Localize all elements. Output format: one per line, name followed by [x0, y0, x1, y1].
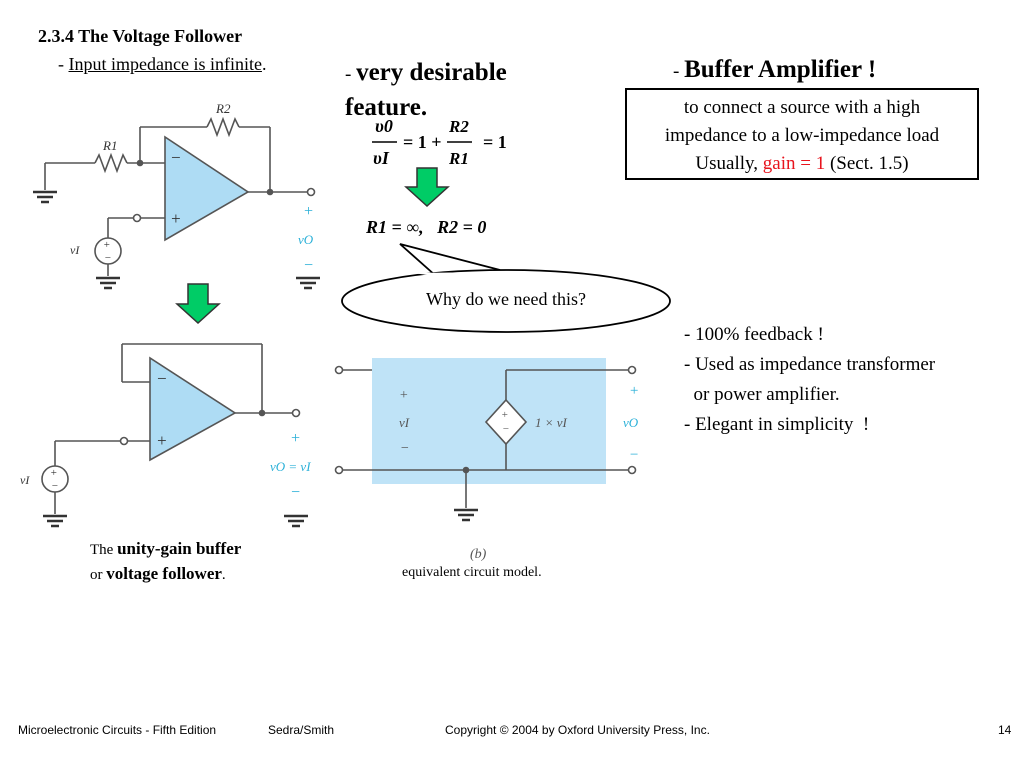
eq-one-plus: = 1 +: [403, 132, 442, 152]
question-bubble: [341, 243, 671, 333]
buffer-amplifier-heading: - Buffer Amplifier !: [673, 56, 876, 84]
caption-period: .: [221, 567, 226, 583]
caption-unity: unity-gain buffer: [117, 539, 242, 558]
eq-label-vo: vO: [623, 415, 639, 430]
box-line-2: impedance to a low-impedance load: [664, 125, 940, 146]
down-arrow-left-icon: [175, 283, 221, 325]
box-sect: (Sect. 1.5): [825, 153, 909, 174]
follower-out-plus: +: [290, 430, 301, 447]
gain-equation: υ0 υI = 1 + R2 R1 = 1: [372, 116, 507, 168]
bullet-impedance-a: - Used as impedance transformer: [684, 354, 936, 375]
caption-line-2: or voltage follower.: [90, 562, 241, 587]
input-impedance-text: Input impedance is infinite: [68, 54, 262, 74]
follower-minus: −: [156, 369, 167, 388]
label-r2: R2: [215, 101, 231, 116]
input-period: .: [261, 54, 267, 74]
eq-den-left: υI: [373, 148, 390, 168]
footer-authors: Sedra/Smith: [268, 723, 335, 737]
bullet-feedback: - 100% feedback !: [684, 324, 824, 345]
eq-out-minus: −: [629, 447, 639, 463]
label-vi-b: vI: [20, 473, 30, 487]
caption-the: The: [90, 542, 118, 558]
follower-labels: − + + − vI + vO = vI −: [20, 369, 311, 501]
eq-num-right: R2: [448, 117, 469, 136]
resistor-r1: [94, 152, 128, 174]
opamp-follower: [149, 356, 237, 462]
box-line-1: to connect a source with a high: [683, 97, 921, 118]
desirable-feature: - very desirable feature.: [345, 56, 545, 124]
opamp-a: [164, 135, 250, 242]
dep-gain-label: 1 × vI: [535, 415, 568, 430]
vo-a-plus: +: [303, 203, 314, 220]
caption-follower: voltage follower: [106, 564, 222, 583]
bullet-elegant: - Elegant in simplicity !: [684, 414, 870, 435]
input-dash: -: [58, 54, 69, 74]
eq-in-plus: +: [399, 388, 408, 403]
box-gain: gain = 1: [762, 153, 826, 174]
circuit-a-labels: − + R1 R2 + − vI + vO −: [70, 101, 314, 274]
dep-minus: −: [502, 423, 509, 435]
equivalent-circuit: [334, 365, 637, 522]
label-vi-a: vI: [70, 243, 80, 257]
source-b-minus: −: [51, 480, 58, 492]
dep-plus: +: [501, 409, 508, 421]
buffer-dash: -: [673, 61, 685, 82]
bubble-question: Why do we need this?: [426, 289, 586, 309]
opamp-a-plus: +: [170, 209, 181, 228]
follower-caption: The unity-gain buffer or voltage followe…: [90, 537, 241, 587]
vo-a-minus: −: [303, 257, 314, 274]
desirable-dash: -: [345, 64, 357, 85]
eq-den-right: R1: [448, 149, 469, 168]
bullet-impedance-b: or power amplifier.: [684, 384, 840, 405]
equivalent-labels: + vI − + − 1 × vI + vO − (b): [399, 383, 639, 562]
buffer-title-text: Buffer Amplifier !: [684, 56, 877, 83]
eq-equals-one: = 1: [483, 132, 507, 152]
eq-out-plus: +: [629, 383, 639, 399]
resistor-r2: [206, 116, 240, 138]
opamp-a-minus: −: [170, 148, 181, 167]
feature-bullets: - 100% feedback ! - Used as impedance tr…: [684, 320, 935, 440]
equivalent-caption: equivalent circuit model.: [402, 565, 542, 580]
box-usually: Usually,: [695, 153, 763, 174]
eq-num-left: υ0: [375, 116, 393, 136]
noninverting-amplifier-circuit: [31, 116, 322, 290]
label-b: (b): [470, 547, 487, 562]
voltage-follower-circuit: [41, 343, 310, 528]
caption-line-1: The unity-gain buffer: [90, 537, 241, 562]
label-r1: R1: [102, 138, 117, 153]
follower-out-minus: −: [290, 484, 301, 501]
caption-or: or: [90, 567, 107, 583]
follower-plus: +: [156, 431, 167, 450]
buffer-description-box: to connect a source with a high impedanc…: [625, 88, 979, 180]
source-a-plus: +: [103, 239, 110, 251]
input-impedance-line: - Input impedance is infinite.: [58, 54, 266, 75]
label-vo-eq-vi: vO = vI: [270, 459, 311, 474]
down-arrow-center-icon: [404, 167, 450, 208]
section-title: 2.3.4 The Voltage Follower: [38, 26, 243, 46]
footer-book: Microelectronic Circuits - Fifth Edition: [18, 723, 217, 737]
source-b-plus: +: [50, 467, 57, 479]
box-line-3: Usually, gain = 1 (Sect. 1.5): [627, 150, 977, 178]
eq-label-vi: vI: [399, 415, 410, 430]
desirable-text: very desirable feature.: [345, 59, 507, 121]
footer-copyright: Copyright © 2004 by Oxford University Pr…: [445, 723, 710, 737]
condition-equation: R1 = ∞, R2 = 0: [365, 217, 486, 237]
label-vo-a: vO: [298, 232, 314, 247]
source-a-minus: −: [104, 252, 111, 264]
eq-in-minus: −: [400, 441, 409, 456]
footer-page: 14: [998, 723, 1012, 737]
